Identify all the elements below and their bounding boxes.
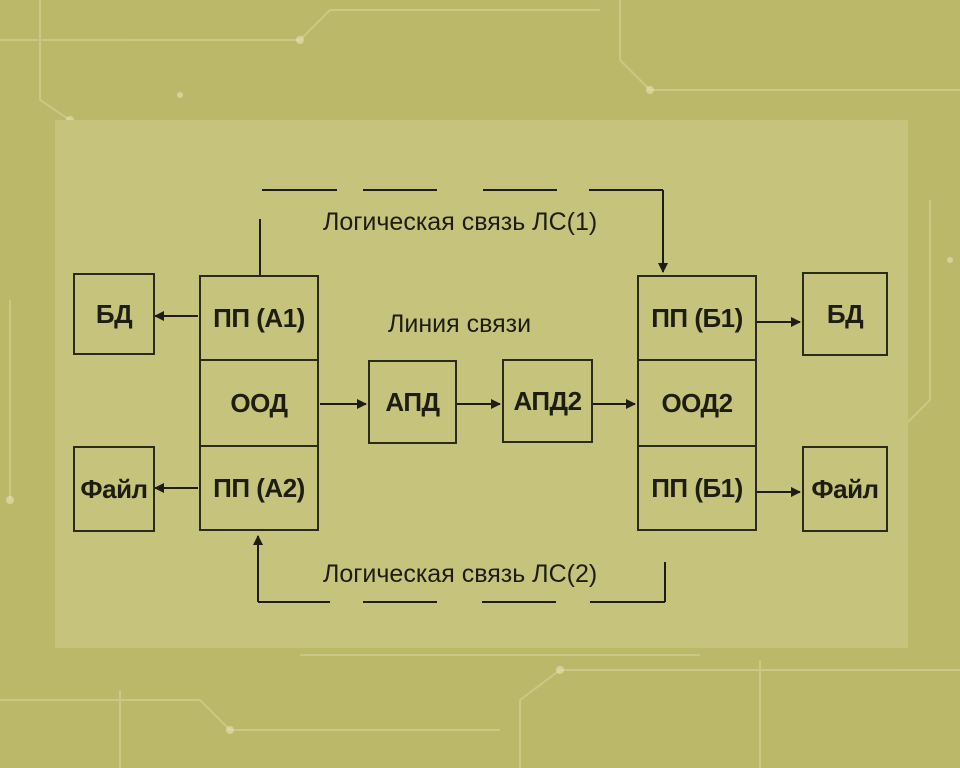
pp-a1-box: ПП (А1)	[199, 275, 319, 361]
apd-box: АПД	[368, 360, 457, 444]
logical-link-top-label: Логическая связь ЛС(1)	[323, 208, 598, 236]
logical-link-bottom-label: Логическая связь ЛС(2)	[323, 560, 598, 588]
apd2-box: АПД2	[502, 359, 593, 443]
file-box-right: Файл	[802, 446, 888, 532]
ood2-box: ООД2	[637, 359, 757, 447]
diagram-panel	[55, 120, 908, 648]
comm-line-label: Линия связи	[388, 310, 532, 338]
file-box-left: Файл	[73, 446, 155, 532]
pp-a2-box: ПП (А2)	[199, 445, 319, 531]
db-box-right: БД	[802, 272, 888, 356]
pp-b1-top-box: ПП (Б1)	[637, 275, 757, 361]
db-box-left: БД	[73, 273, 155, 355]
pp-b1-bottom-box: ПП (Б1)	[637, 445, 757, 531]
ood-box: ООД	[199, 359, 319, 447]
